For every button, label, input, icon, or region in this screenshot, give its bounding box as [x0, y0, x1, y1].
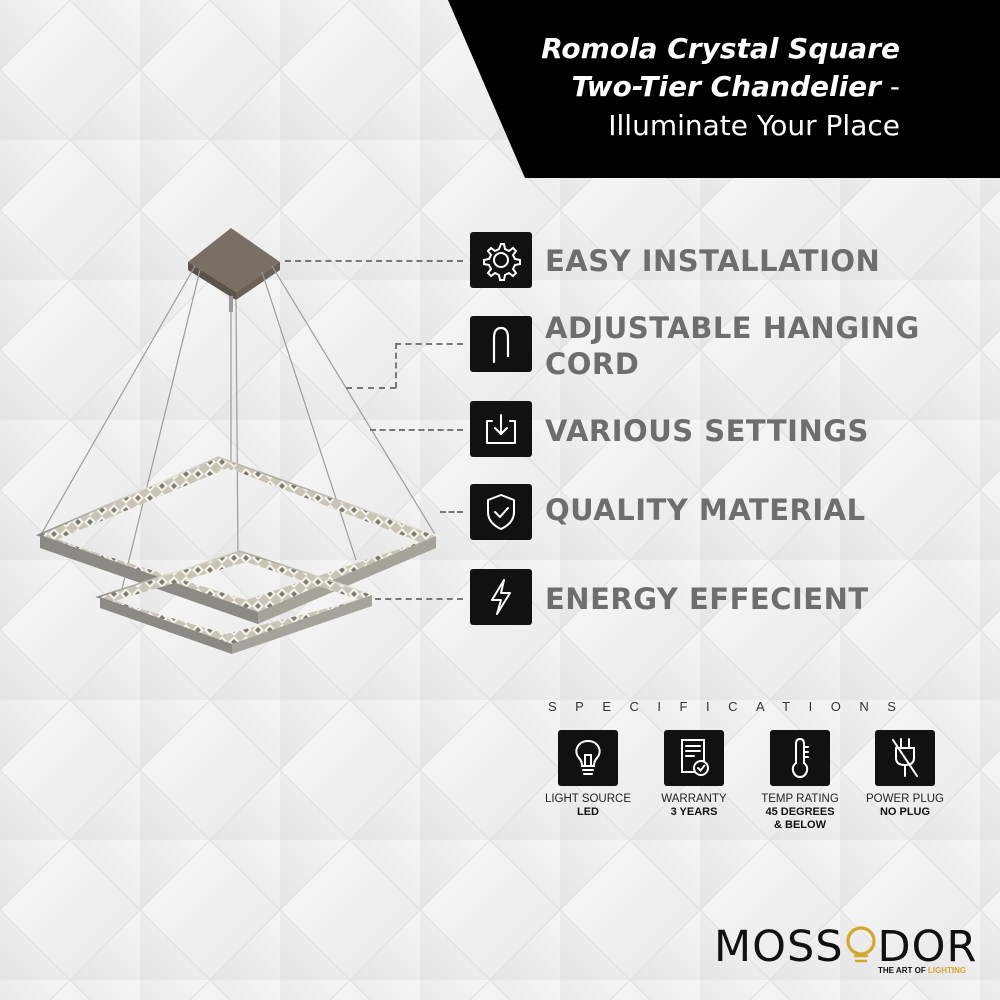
spec-label-warranty: WARRANTY	[661, 793, 727, 805]
connector-line-4	[440, 511, 463, 513]
feature-label-material: QUALITY MATERIAL	[545, 493, 866, 527]
product-subtitle: Illuminate Your Place	[608, 109, 900, 142]
spec-label-plug: POWER PLUG	[866, 793, 944, 805]
spec-light-source: LIGHT SOURCE LED	[528, 730, 648, 819]
feature-tile-settings	[470, 401, 532, 457]
tagline-start: THE ART OF	[878, 966, 928, 975]
spec-tile-warranty	[664, 730, 724, 786]
product-title-line2: Two-Tier Chandelier -	[571, 70, 900, 103]
shield-check-icon	[487, 494, 515, 530]
feature-tile-cord	[470, 316, 532, 372]
spec-label-light: LIGHT SOURCE	[544, 793, 632, 805]
gear-icon	[483, 243, 521, 281]
feature-label-cord-line2: CORD	[545, 347, 640, 381]
specifications-title: SPECIFICATIONS	[548, 699, 915, 714]
no-plug-icon	[892, 738, 918, 777]
feature-tile-material	[470, 484, 532, 540]
title-banner	[448, 0, 1000, 178]
bulb-icon	[575, 739, 601, 775]
connector-line-3	[370, 429, 463, 431]
bulb-logo-icon	[845, 926, 876, 963]
spec-label-temp: TEMP RATING	[761, 793, 839, 805]
feature-label-cord-line1: ADJUSTABLE HANGING	[545, 311, 920, 345]
certificate-icon	[681, 739, 709, 776]
logo-text-start: MOSS	[714, 922, 844, 972]
product-title-line1: Romola Crystal Square	[541, 32, 900, 65]
feature-tile-installation	[470, 232, 532, 288]
connector-line-5	[375, 598, 463, 600]
logo-tagline: THE ART OF LIGHTING	[878, 966, 966, 975]
hook-icon	[492, 326, 510, 364]
download-icon	[486, 414, 516, 444]
spec-value-warranty: 3 YEARS	[670, 806, 718, 818]
connector-line-2c	[395, 343, 463, 345]
spec-value-plug: NO PLUG	[879, 806, 931, 818]
feature-label-installation: EASY INSTALLATION	[545, 244, 881, 278]
tagline-accent: LIGHTING	[927, 966, 967, 975]
feature-label-cord: ADJUSTABLE HANGING CORD	[545, 310, 920, 382]
connector-line-2a	[346, 387, 396, 389]
spec-value-temp-line2: & BELOW	[774, 819, 826, 831]
spec-tile-plug	[875, 730, 935, 786]
spec-value-light: LED	[577, 806, 599, 818]
spec-temp-rating: TEMP RATING 45 DEGREES & BELOW	[740, 730, 860, 832]
feature-tile-energy	[470, 569, 532, 625]
logo-wordmark: MOSS DOR	[714, 922, 977, 972]
title-block: Romola Crystal Square Two-Tier Chandelie…	[541, 30, 900, 146]
connector-line-2b	[395, 343, 397, 388]
spec-tile-temp	[770, 730, 830, 786]
feature-label-energy: ENERGY EFFECIENT	[545, 582, 869, 616]
spec-power-plug: POWER PLUG NO PLUG	[845, 730, 965, 819]
connector-line-1	[285, 260, 463, 262]
mossodor-logo: MOSS DOR THE ART OF LIGHTING	[714, 922, 977, 982]
thermometer-icon	[791, 737, 809, 779]
lightning-icon	[491, 579, 511, 615]
spec-tile-light	[558, 730, 618, 786]
logo-text-end: DOR	[877, 922, 978, 972]
spec-value-temp-line1: 45 DEGREES	[765, 806, 835, 818]
chandelier-image	[35, 228, 441, 654]
spec-warranty: WARRANTY 3 YEARS	[634, 730, 754, 819]
feature-label-settings: VARIOUS SETTINGS	[545, 414, 869, 448]
